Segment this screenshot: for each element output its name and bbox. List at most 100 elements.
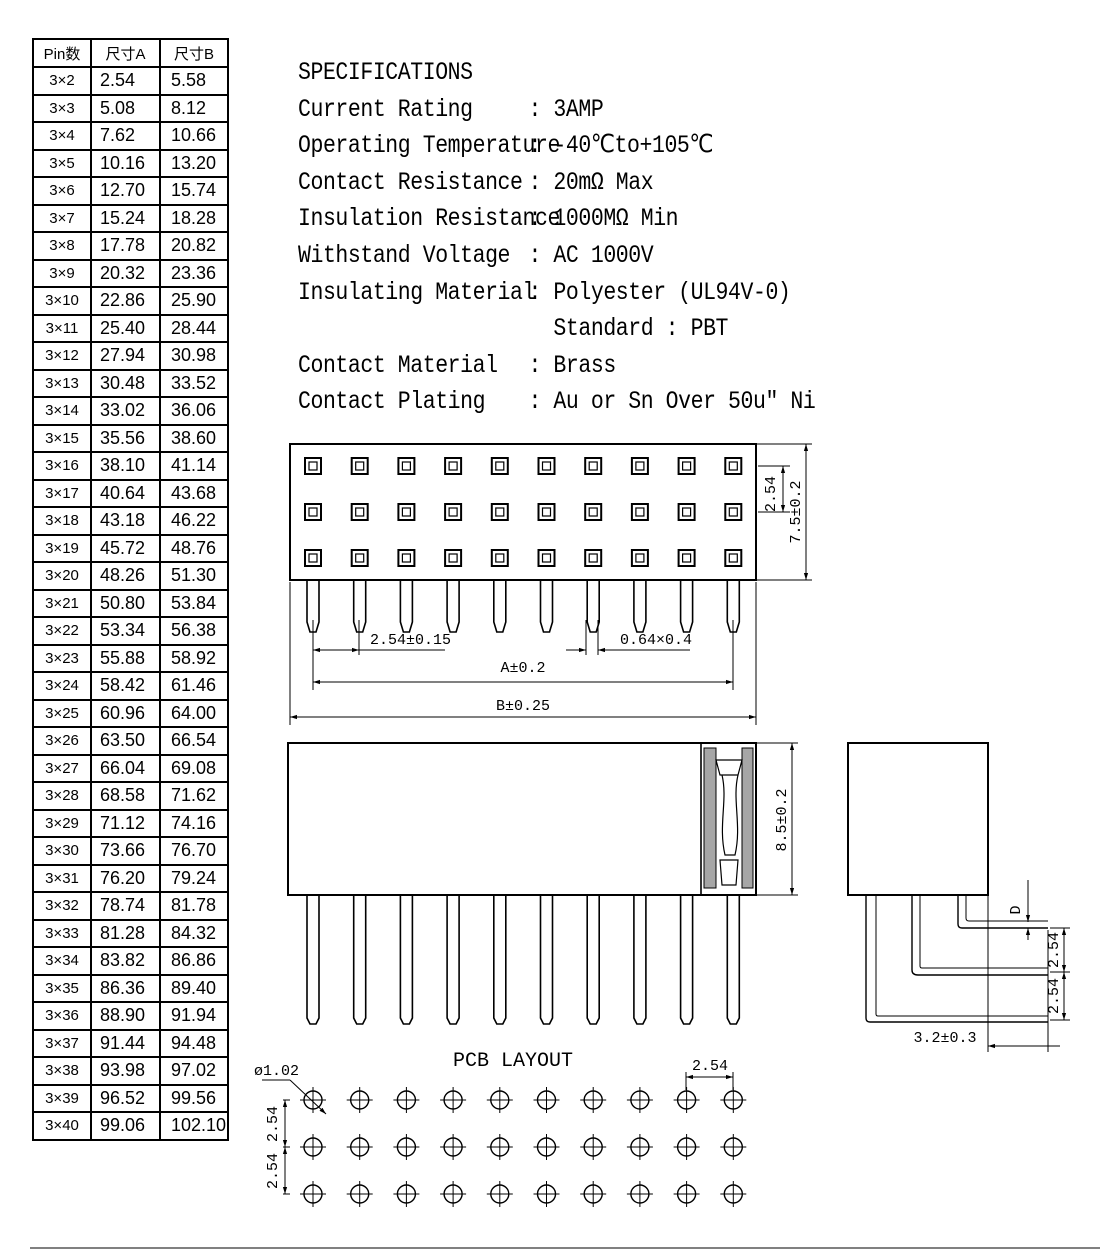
size-b-cell: 94.48	[159, 1028, 229, 1058]
size-a-cell: 58.42	[90, 671, 161, 701]
socket-cell	[537, 457, 556, 475]
socket-cell	[724, 549, 743, 567]
size-a-cell: 17.78	[90, 231, 161, 261]
size-a-cell: 33.02	[90, 396, 161, 426]
size-b-cell: 61.46	[159, 671, 229, 701]
socket-hole	[448, 507, 458, 517]
spec-label: Contact Material	[298, 350, 498, 380]
size-b-cell: 102.10	[159, 1111, 229, 1141]
size-b-cell: 36.06	[159, 396, 229, 426]
socket-hole	[681, 553, 692, 563]
spec-row: Withstand Voltage: AC 1000V	[298, 238, 815, 275]
socket-hole	[588, 553, 598, 563]
size-a-cell: 27.94	[90, 341, 161, 371]
size-a-cell: 81.28	[90, 918, 161, 948]
pin-count-cell: 3×10	[32, 286, 92, 316]
front-pin	[352, 895, 367, 1025]
size-b-cell: 23.36	[159, 258, 229, 288]
pitch-label: 2.54±0.15	[370, 632, 451, 649]
pin-count-cell: 3×16	[32, 451, 92, 481]
pin-count-cell: 3×3	[32, 93, 92, 123]
size-b-cell: 30.98	[159, 341, 229, 371]
size-b-cell: 28.44	[159, 313, 229, 343]
pin-count-cell: 3×27	[32, 753, 92, 783]
pin-count-cell: 3×9	[32, 258, 92, 288]
pin-count-cell: 3×24	[32, 671, 92, 701]
size-a-cell: 86.36	[90, 973, 161, 1003]
size-b-cell: 79.24	[159, 863, 229, 893]
size-b-cell: 10.66	[159, 121, 229, 151]
spec-row: Contact Resistance: 20mΩ Max	[298, 165, 815, 202]
socket-cell	[490, 503, 509, 521]
size-a-cell: 63.50	[90, 726, 161, 756]
socket-cell	[677, 457, 696, 475]
spec-row: Insulating Material: Polyester (UL94V-0)	[298, 275, 815, 312]
size-b-cell: 58.92	[159, 643, 229, 673]
spec-value: : AC 1000V	[528, 240, 654, 270]
size-b-cell: 91.94	[159, 1001, 229, 1031]
spec-value: : 1000MΩ Min	[528, 204, 679, 234]
front-view	[287, 742, 798, 1025]
spec-row: Contact Plating: Au or Sn Over 50u″ Ni	[298, 384, 816, 421]
size-b-cell: 53.84	[159, 588, 229, 618]
spec-value: : -40℃to+105℃	[528, 131, 714, 161]
size-a-cell: 66.04	[90, 753, 161, 783]
socket-cell	[397, 457, 416, 475]
socket-hole	[308, 553, 318, 563]
size-b-cell: 38.60	[159, 423, 229, 453]
size-b-cell: 5.58	[159, 66, 229, 96]
socket-hole	[728, 507, 738, 517]
socket-cell	[444, 549, 463, 567]
socket-cell	[584, 457, 603, 475]
socket-cell	[584, 503, 603, 521]
socket-hole	[681, 461, 692, 471]
socket-hole	[635, 507, 645, 517]
front-pin	[306, 895, 320, 1025]
pin-count-cell: 3×4	[32, 121, 92, 151]
socket-hole	[355, 507, 365, 517]
front-pin	[586, 895, 600, 1025]
socket-hole	[355, 461, 365, 471]
front-pin	[399, 895, 414, 1025]
spec-row: Contact Material: Brass	[298, 348, 815, 385]
spec-label: Current Rating	[298, 94, 473, 124]
socket-cell	[630, 457, 649, 475]
pin-count-cell: 3×5	[32, 148, 92, 178]
size-a-cell: 5.08	[90, 93, 161, 123]
body-height-label: 8.5±0.2	[774, 788, 791, 851]
size-b-cell: 8.12	[159, 93, 229, 123]
size-b-cell: 18.28	[159, 203, 229, 233]
pin-count-cell: 3×13	[32, 368, 92, 398]
size-a-cell: 96.52	[90, 1083, 161, 1113]
socket-cell	[630, 549, 649, 567]
pin-count-cell: 3×11	[32, 313, 92, 343]
pcb-layout-title: PCB LAYOUT	[453, 1050, 573, 1073]
pin-count-cell: 3×21	[32, 588, 92, 618]
socket-hole	[355, 553, 365, 563]
spec-value: : 3AMP	[528, 94, 604, 124]
socket-cell	[397, 503, 416, 521]
size-b-cell: 48.76	[159, 533, 229, 563]
socket-hole	[308, 507, 318, 517]
size-b-cell: 81.78	[159, 891, 229, 921]
size-a-cell: 91.44	[90, 1028, 161, 1058]
socket-hole	[541, 507, 552, 517]
socket-cell	[444, 503, 463, 521]
size-a-cell: 99.06	[90, 1111, 161, 1141]
socket-hole	[495, 461, 505, 471]
socket-hole	[681, 507, 692, 517]
